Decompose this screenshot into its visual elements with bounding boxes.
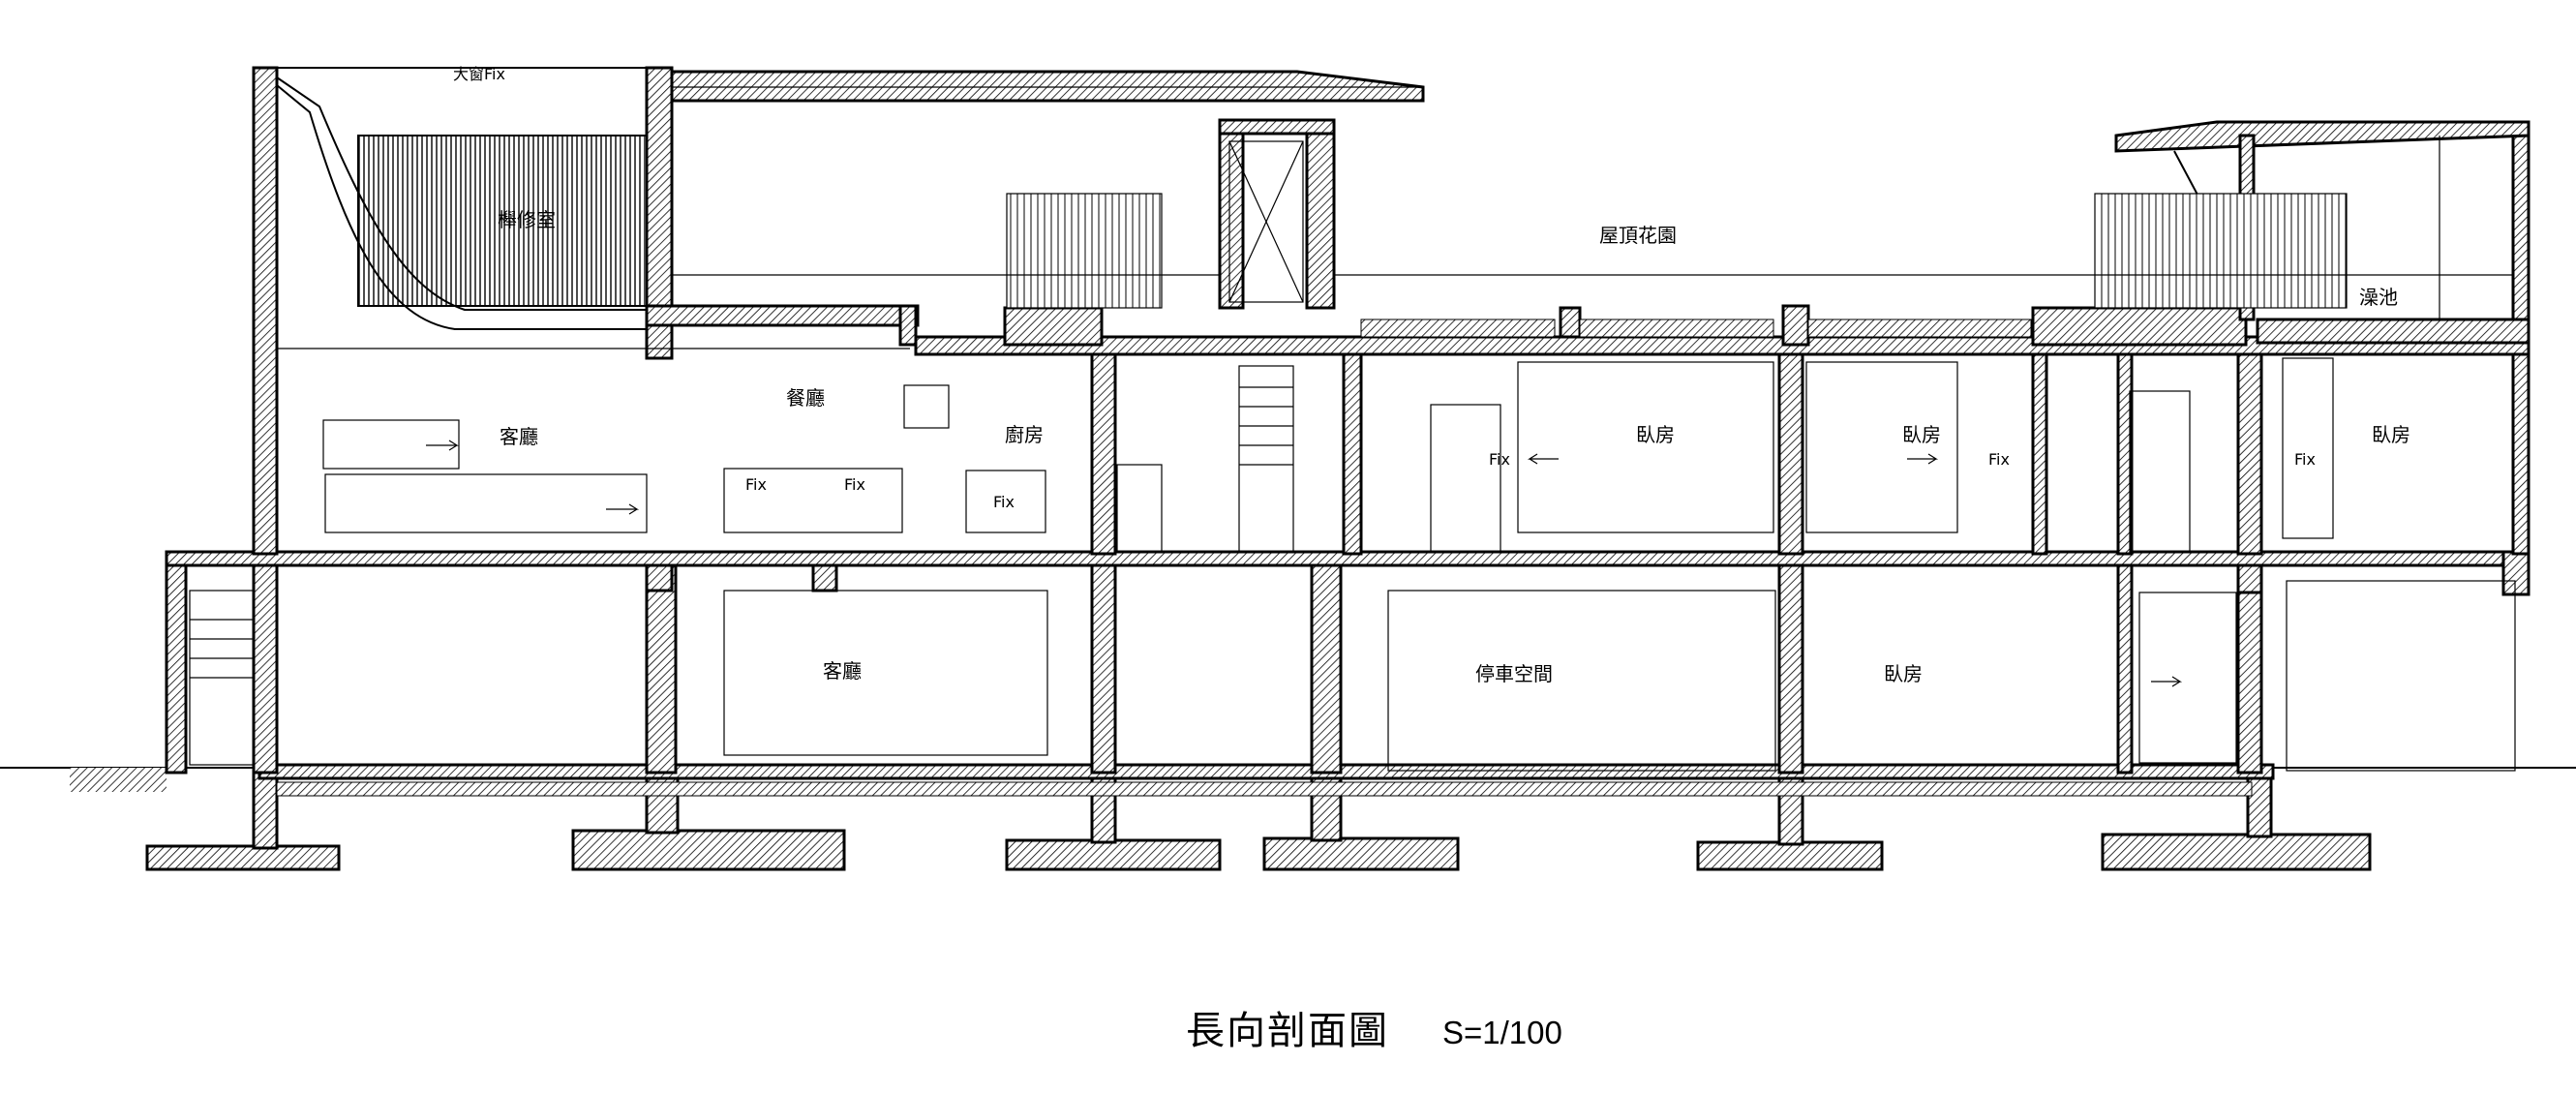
room-label-bedroom-a: 臥房 <box>1636 423 1675 446</box>
fix-label-top: 大窗Fix <box>453 65 505 83</box>
room-label-bath: 澡池 <box>2359 286 2398 309</box>
drawing-caption: 長向剖面圖 S=1/100 <box>1186 999 1562 1055</box>
direction-arrows <box>426 440 2183 687</box>
roof-railings <box>672 193 2513 309</box>
room-label-living-upper: 客廳 <box>500 425 538 448</box>
room-label-bedroom-c: 臥房 <box>2372 423 2410 446</box>
roof-canopy-left <box>670 70 1425 103</box>
fix-label-dining-right: Fix <box>844 475 865 494</box>
room-label-kitchen: 廚房 <box>1005 423 1044 446</box>
ground-slab <box>258 763 2275 797</box>
fix-window-labels: 大窗Fix Fix Fix Fix Fix Fix Fix <box>453 65 2316 511</box>
drawing-scale: S=1/100 <box>1442 1015 1562 1050</box>
fix-label-bed-b: Fix <box>1988 450 2010 469</box>
roof-canopy-right <box>2114 120 2531 321</box>
fix-label-dining-left: Fix <box>745 475 767 494</box>
fix-label-kitchen: Fix <box>993 493 1015 511</box>
fix-label-bed-a: Fix <box>1489 450 1510 469</box>
fix-label-bed-c: Fix <box>2294 450 2316 469</box>
lower-floor-walls <box>165 552 2263 774</box>
room-label-study: 櫸修室 <box>498 208 556 231</box>
roof-slab <box>645 118 2531 356</box>
study-room-volume <box>276 67 910 349</box>
room-label-roof-garden: 屋頂花園 <box>1599 224 1677 247</box>
middle-slab <box>165 550 2531 596</box>
drawing-title: 長向剖面圖 <box>1186 1009 1389 1053</box>
room-label-dining: 餐廳 <box>786 386 825 410</box>
room-labels: 櫸修室 屋頂花園 澡池 客廳 餐廳 廚房 臥房 臥房 臥房 客廳 停車空間 臥房 <box>498 208 2410 685</box>
upper-floor-walls <box>252 66 2531 556</box>
room-label-parking: 停車空間 <box>1475 662 1553 685</box>
room-label-bedroom-lower: 臥房 <box>1884 662 1923 685</box>
stairs <box>189 365 1294 766</box>
room-label-living-lower: 客廳 <box>823 659 862 683</box>
room-label-bedroom-b: 臥房 <box>1902 423 1941 446</box>
interior-elements <box>322 140 2516 772</box>
